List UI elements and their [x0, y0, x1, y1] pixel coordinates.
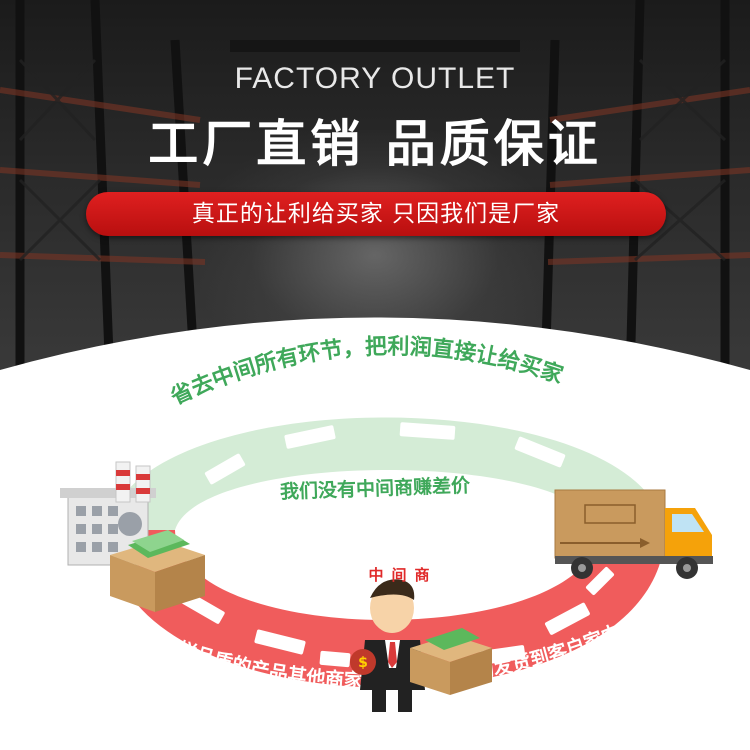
cash-box-icon [110, 530, 205, 612]
white-curve-divider [0, 317, 750, 420]
headline-english: FACTORY OUTLET [234, 62, 516, 95]
warehouse-hero: FACTORY OUTLET 工厂直销 品质保证 真正的让利给买家 只因我们是厂… [0, 0, 750, 380]
middleman-icon: $ [350, 579, 425, 712]
banner-text: 真正的让利给买家 只因我们是厂家 [191, 201, 561, 227]
headline-chinese: 工厂直销 品质保证 [148, 115, 602, 173]
green-road-dashes [204, 422, 566, 485]
middleman-box-icon [410, 628, 492, 695]
top-arc-text: 省去中间所有环节，把利润直接让给买家 [166, 334, 567, 411]
red-banner: 真正的让利给买家 只因我们是厂家 [86, 192, 666, 236]
delivery-truck-icon [554, 489, 713, 579]
money-bag-icon: $ [358, 655, 368, 671]
middleman-label: 中间商 [368, 566, 438, 584]
middleman-route-ring [108, 530, 665, 688]
warehouse-racks [0, 0, 750, 380]
